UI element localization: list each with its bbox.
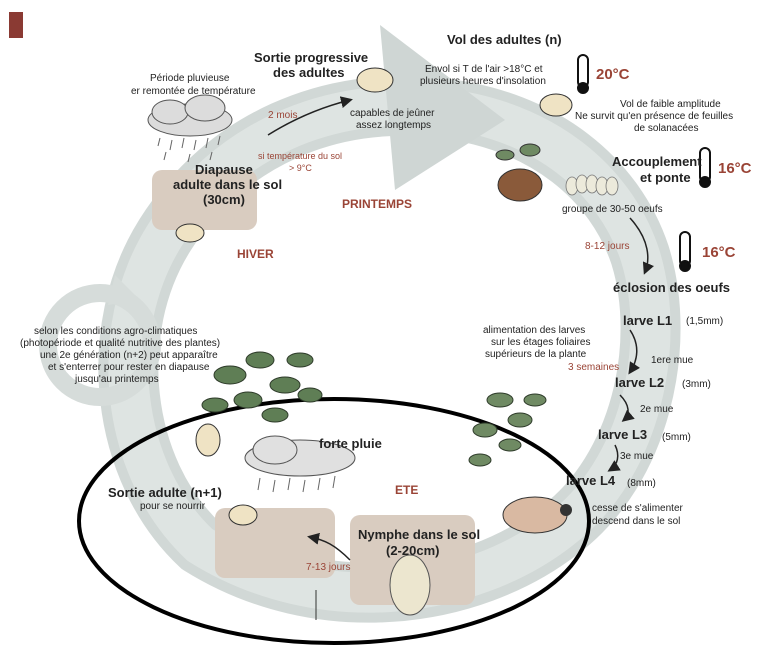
label-jours-7-13: 7-13 jours — [306, 562, 351, 573]
label-mue-3: 3e mue — [620, 451, 654, 462]
label-selon-5: jusqu'au printemps — [75, 374, 159, 385]
label-temp-20: 20°C — [596, 66, 630, 83]
label-trois-semaines: 3 semaines — [568, 362, 620, 373]
label-envol-1: Envol si T de l'air >18°C et — [425, 64, 543, 75]
label-diapause-2: adulte dans le sol — [173, 177, 283, 192]
storm-cloud-icon — [244, 435, 356, 493]
label-cesse-2: descend dans le sol — [592, 516, 681, 527]
label-capables-2: assez longtemps — [356, 120, 432, 131]
label-groupe: groupe de 30-50 oeufs — [562, 204, 663, 215]
label-forte-pluie: forte pluie — [319, 436, 382, 451]
label-periode-pluvieuse: Période pluvieuse — [150, 73, 230, 84]
label-l4-size: (8mm) — [627, 478, 656, 489]
label-deux-mois: 2 mois — [268, 110, 298, 121]
beetle-icons — [175, 67, 573, 526]
label-eclosion: éclosion des oeufs — [613, 280, 731, 295]
cycle-band — [98, 25, 681, 623]
label-vol-faible-2: Ne survit qu'en présence de feuilles — [575, 111, 734, 122]
label-diapause-1: Diapause — [195, 162, 253, 177]
cycle-arrowhead — [380, 25, 505, 190]
season-ete: ETE — [395, 483, 419, 497]
label-remontee: er remontée de température — [131, 86, 256, 97]
label-si-temp-2: > 9°C — [289, 163, 312, 173]
label-selon-1: selon les conditions agro-climatiques — [34, 326, 198, 337]
label-envol-2: plusieurs heures d'insolation — [420, 76, 546, 87]
label-larve-l3: larve L3 — [598, 427, 648, 442]
sprouting-tuber — [495, 143, 543, 202]
potato-plant-left — [201, 351, 323, 423]
thermometer-icons — [577, 54, 711, 272]
label-diapause-3: (30cm) — [203, 192, 245, 207]
label-temp-16b: 16°C — [702, 244, 736, 261]
label-larve-l4: larve L4 — [566, 473, 616, 488]
label-alimentation-3: supérieurs de la plante — [485, 349, 587, 360]
label-vol-adultes: Vol des adultes (n) — [447, 32, 562, 47]
label-mue-1: 1ere mue — [651, 355, 694, 366]
label-selon-3: une 2e génération (n+2) peut apparaître — [40, 350, 218, 361]
label-sortie-progressive-1: Sortie progressive — [254, 50, 369, 65]
eggs-icon — [565, 174, 619, 196]
label-vol-faible-3: de solanacées — [634, 123, 699, 134]
second-generation-loop — [39, 275, 161, 406]
label-temp-16a: 16°C — [718, 160, 752, 177]
label-cesse-1: cesse de s'alimenter — [592, 503, 683, 514]
label-larve-l1: larve L1 — [623, 313, 673, 328]
label-nymphe-2: (2-20cm) — [386, 543, 440, 558]
label-l2-size: (3mm) — [682, 379, 711, 390]
season-printemps: PRINTEMPS — [342, 197, 413, 211]
pupa-icon — [389, 554, 431, 616]
label-alimentation-1: alimentation des larves — [483, 325, 586, 336]
label-sortie-progressive-2: des adultes — [273, 65, 345, 80]
label-larve-l2: larve L2 — [615, 375, 665, 390]
label-sortie-adulte: Sortie adulte (n+1) — [108, 485, 222, 500]
corner-marker — [9, 12, 23, 38]
label-accouplement-1: Accouplement — [612, 154, 702, 169]
flow-arrows — [267, 96, 654, 561]
larva-icon — [502, 496, 572, 534]
label-alimentation-2: sur les étages foliaires — [491, 337, 591, 348]
highlight-oval — [77, 397, 591, 645]
label-vol-faible-1: Vol de faible amplitude — [620, 99, 721, 110]
label-l1-size: (1,5mm) — [686, 316, 724, 327]
label-nymphe-1: Nymphe dans le sol — [358, 527, 481, 542]
season-hiver: HIVER — [237, 247, 274, 261]
label-jours-8-12: 8-12 jours — [585, 241, 630, 252]
rain-cloud-icon — [147, 94, 233, 163]
label-selon-4: et s'enterrer pour rester en diapause — [48, 362, 210, 373]
label-accouplement-2: et ponte — [640, 170, 691, 185]
label-mue-2: 2e mue — [640, 404, 674, 415]
label-si-temp-1: si température du sol — [258, 151, 343, 161]
label-pour-nourrir: pour se nourrir — [140, 501, 206, 512]
label-capables-1: capables de jeûner — [350, 108, 435, 119]
label-selon-2: (photopériode et qualité nutritive des p… — [20, 338, 221, 349]
label-l3-size: (5mm) — [662, 432, 691, 443]
potato-plant-right — [468, 392, 547, 467]
